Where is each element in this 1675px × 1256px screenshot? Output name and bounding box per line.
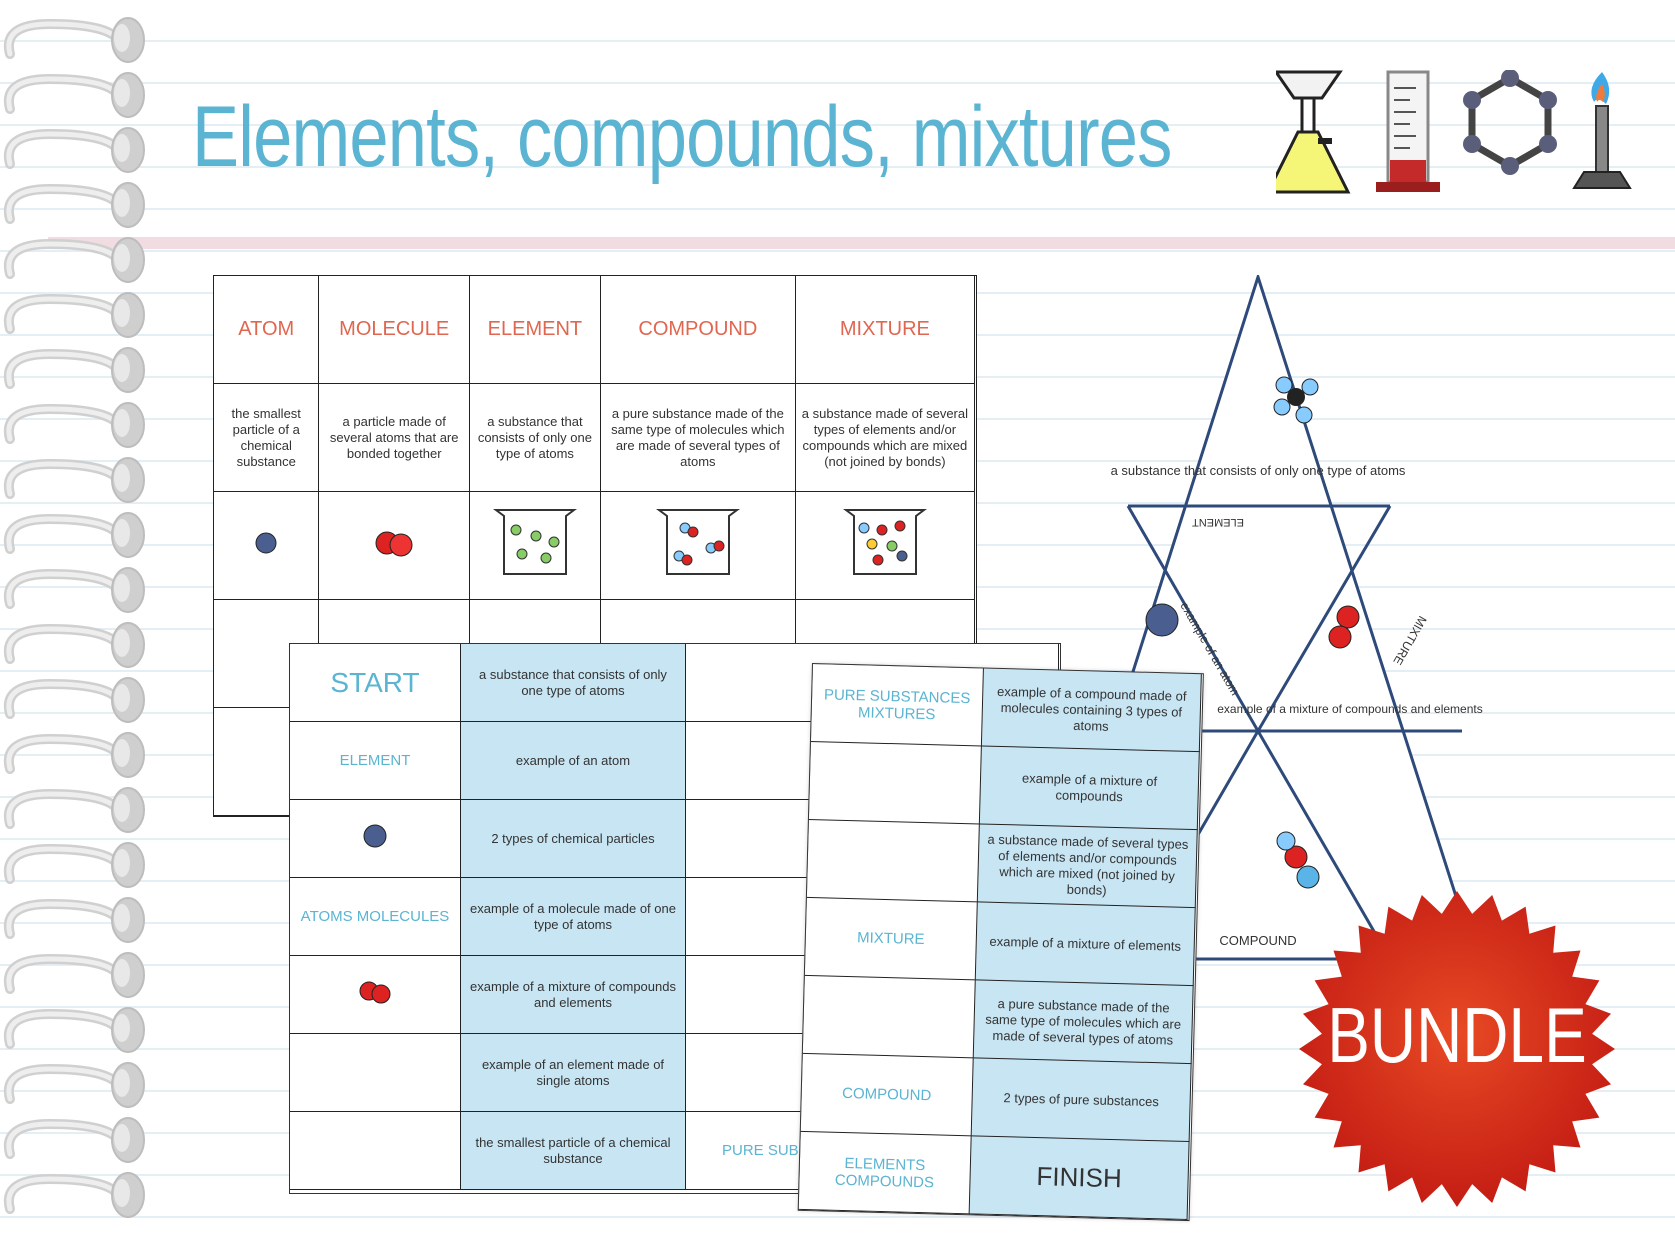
header-atom: ATOM bbox=[214, 276, 320, 384]
domino-left-2 bbox=[290, 799, 461, 878]
tri-top-def: a substance that consists of only one ty… bbox=[1111, 463, 1406, 478]
domino-mid-5: example of an element made of single ato… bbox=[460, 1033, 686, 1112]
domino2-right-0: example of a compound made of molecules … bbox=[981, 667, 1202, 752]
domino2-finish: FINISH bbox=[969, 1135, 1190, 1220]
domino-left-6 bbox=[290, 1111, 461, 1190]
mixture-beaker-illustration bbox=[794, 491, 976, 600]
measuring-cylinder-icon bbox=[1376, 70, 1440, 192]
tri-element: ELEMENT bbox=[1192, 516, 1244, 528]
compound-beaker-illustration bbox=[599, 491, 796, 600]
benzene-ring-icon bbox=[1463, 70, 1557, 175]
domino-start: START bbox=[290, 644, 461, 722]
lab-icons bbox=[1276, 70, 1632, 194]
domino-left-5 bbox=[290, 1033, 461, 1112]
bunsen-burner-icon bbox=[1572, 72, 1632, 189]
domino2-right-2: a substance made of several types of ele… bbox=[977, 823, 1198, 908]
domino-sheet-2: PURE SUBSTANCES MIXTURES example of a co… bbox=[797, 663, 1204, 1222]
header-molecule: MOLECULE bbox=[318, 276, 470, 384]
funnel-flask-icon bbox=[1276, 70, 1351, 194]
bundle-label: BUNDLE bbox=[1327, 991, 1587, 1079]
domino-mid-6: the smallest particle of a chemical subs… bbox=[460, 1111, 686, 1190]
domino2-right-1: example of a mixture of compounds bbox=[979, 745, 1200, 830]
definition-atom: the smallest particle of a chemical subs… bbox=[214, 383, 320, 492]
domino2-left-6: ELEMENTS COMPOUNDS bbox=[798, 1131, 972, 1214]
header-mixture: MIXTURE bbox=[794, 276, 976, 384]
domino2-right-5: 2 types of pure substances bbox=[971, 1057, 1192, 1142]
definition-molecule: a particle made of several atoms that ar… bbox=[318, 383, 470, 492]
domino2-left-3: MIXTURE bbox=[804, 897, 978, 980]
domino2-right-4: a pure substance made of the same type o… bbox=[973, 979, 1194, 1064]
spiral-binding bbox=[3, 17, 145, 1218]
domino-mid-3: example of a molecule made of one type o… bbox=[460, 877, 686, 956]
tri-mix-compounds-elements: example of a mixture of compounds and el… bbox=[1217, 702, 1482, 716]
bundle-badge bbox=[1299, 891, 1615, 1207]
domino2-left-4 bbox=[802, 975, 976, 1058]
domino-mid-1: example of an atom bbox=[460, 721, 686, 800]
domino-mid-4: example of a mixture of compounds and el… bbox=[460, 955, 686, 1034]
domino-mid-0: a substance that consists of only one ty… bbox=[460, 644, 686, 722]
margin-line bbox=[48, 237, 1675, 249]
definition-element: a substance that consists of only one ty… bbox=[468, 383, 601, 492]
definition-compound: a pure substance made of the same type o… bbox=[599, 383, 796, 492]
domino2-left-1 bbox=[808, 741, 982, 824]
domino2-right-3: example of a mixture of elements bbox=[975, 901, 1196, 986]
definition-mixture: a substance made of several types of ele… bbox=[794, 383, 976, 492]
header-compound: COMPOUND bbox=[599, 276, 796, 384]
element-beaker-illustration bbox=[468, 491, 601, 600]
tri-mixture: MIXTURE bbox=[1390, 614, 1429, 668]
domino2-left-2 bbox=[806, 819, 980, 902]
atom-illustration bbox=[214, 491, 320, 600]
domino2-left-0: PURE SUBSTANCES MIXTURES bbox=[810, 663, 984, 746]
domino-left-4 bbox=[290, 955, 461, 1034]
page-title: Elements, compounds, mixtures bbox=[192, 89, 1172, 185]
domino-left-3: ATOMS MOLECULES bbox=[290, 877, 461, 956]
domino2-left-5: COMPOUND bbox=[800, 1053, 974, 1136]
domino-table-2: PURE SUBSTANCES MIXTURES example of a co… bbox=[798, 663, 1202, 1220]
domino-mid-2: 2 types of chemical particles bbox=[460, 799, 686, 878]
header-element: ELEMENT bbox=[468, 276, 601, 384]
molecule-illustration bbox=[318, 491, 470, 600]
domino-left-1: ELEMENT bbox=[290, 721, 461, 800]
tri-compound: COMPOUND bbox=[1219, 933, 1296, 948]
